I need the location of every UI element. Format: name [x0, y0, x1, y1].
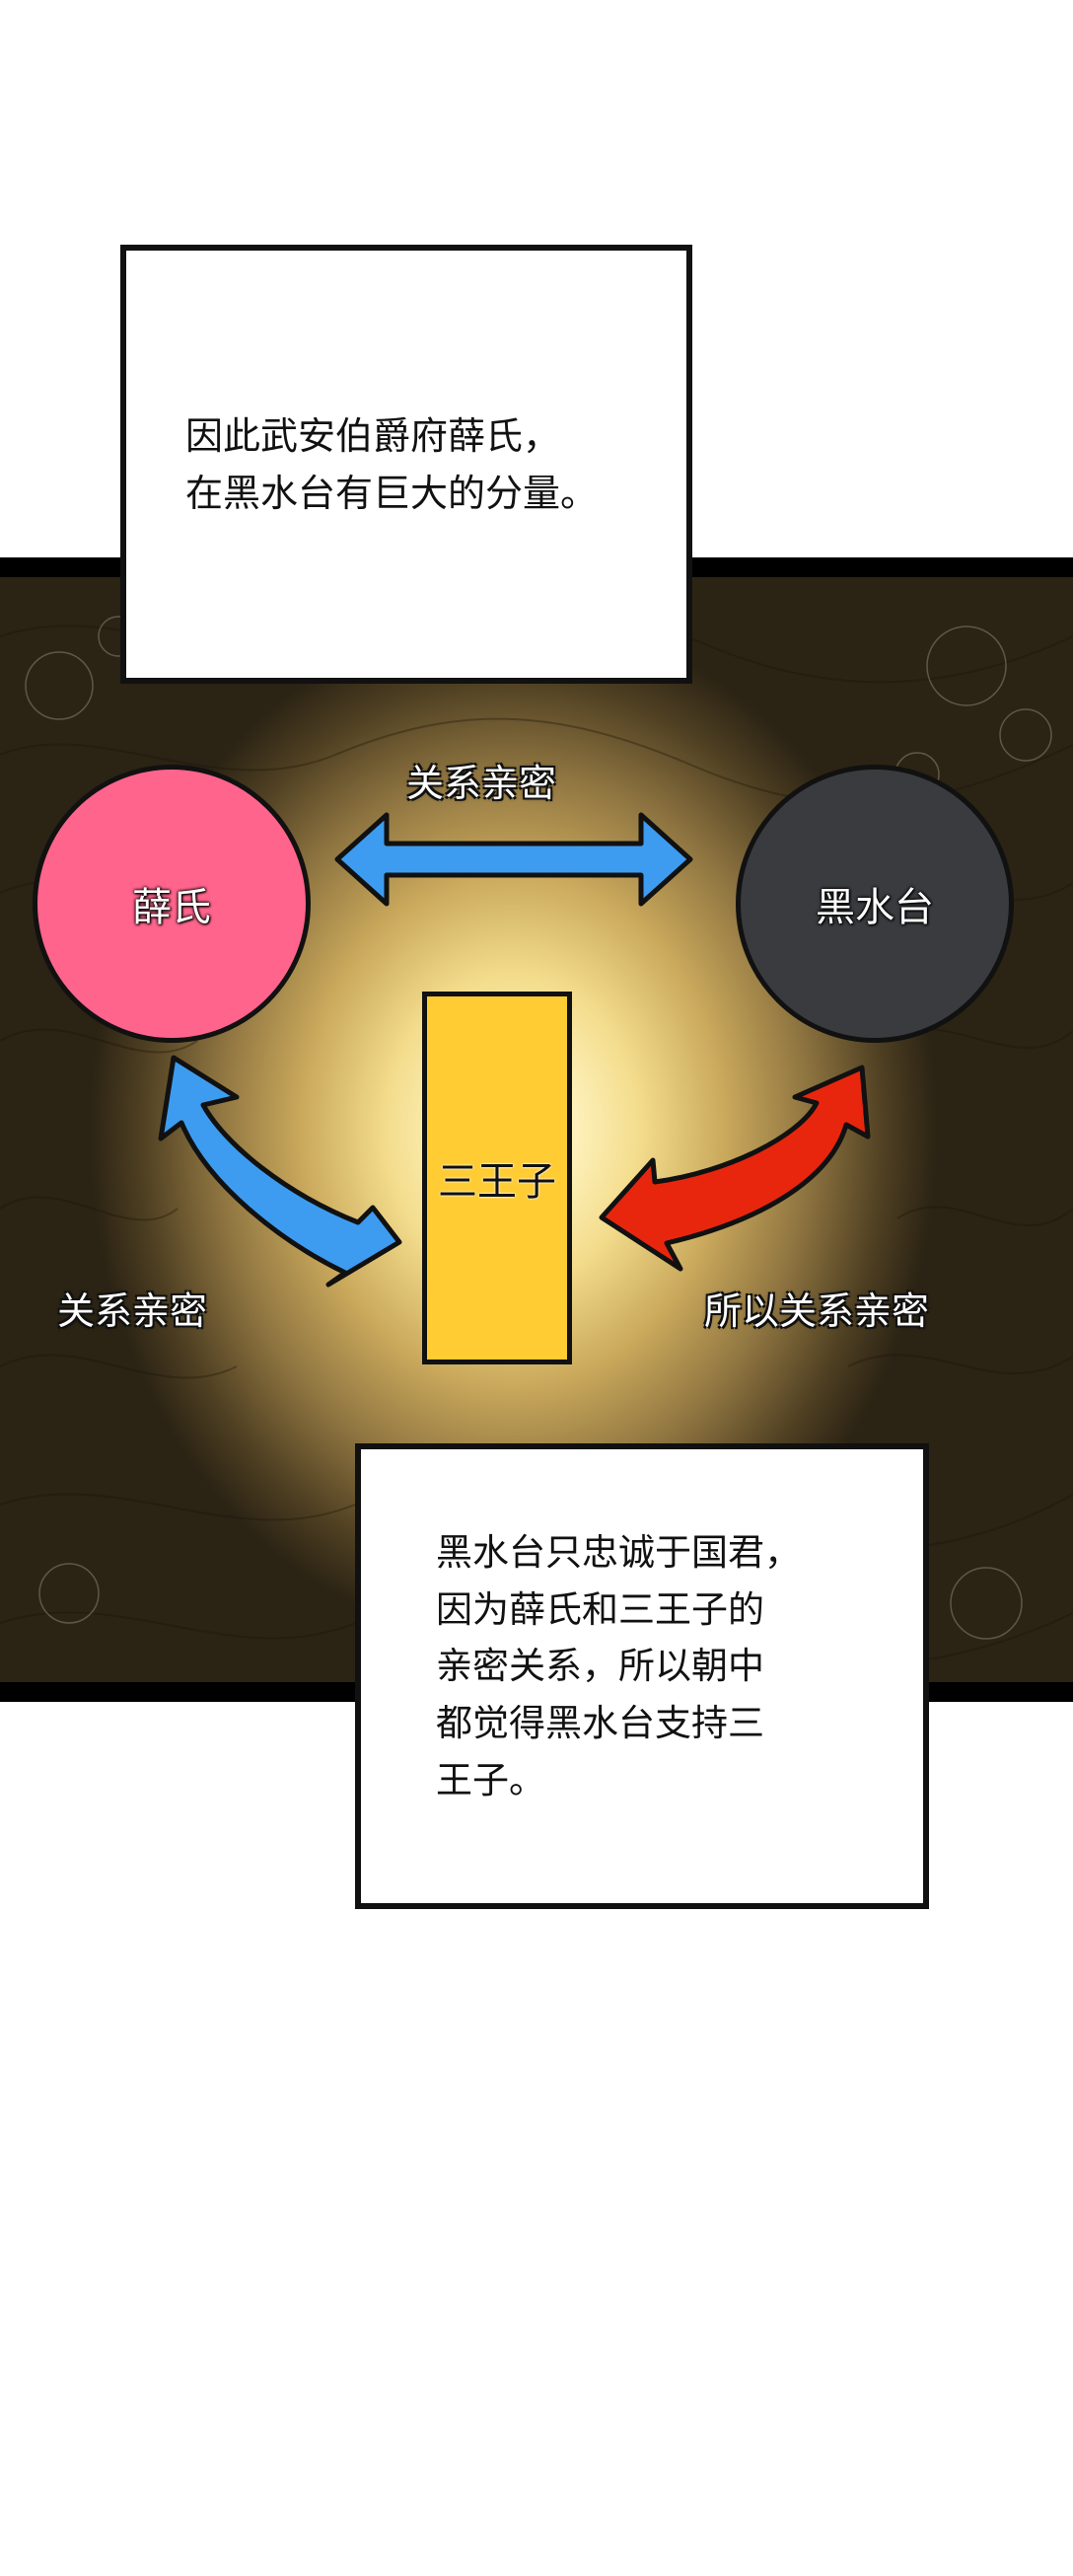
caption-top: 因此武安伯爵府薛氏， 在黑水台有巨大的分量。: [120, 245, 692, 684]
caption-top-line: 因此武安伯爵府薛氏，: [185, 414, 561, 458]
caption-bottom-line: 亲密关系，所以朝中: [436, 1645, 764, 1688]
caption-bottom-line: 黑水台只忠诚于国君，: [436, 1531, 801, 1574]
node-xue: 薛氏: [33, 765, 311, 1043]
caption-bottom-line: 王子。: [436, 1758, 545, 1802]
node-xue-label: 薛氏: [132, 885, 211, 930]
caption-top-line: 在黑水台有巨大的分量。: [185, 471, 599, 515]
node-heishuitai-label: 黑水台: [816, 885, 934, 930]
node-prince-label: 三王子: [438, 1159, 556, 1205]
caption-bottom: 黑水台只忠诚于国君， 因为薛氏和三王子的 亲密关系，所以朝中 都觉得黑水台支持三…: [355, 1443, 929, 1909]
relation-label-left: 关系亲密: [57, 1289, 208, 1333]
caption-bottom-line: 都觉得黑水台支持三: [436, 1702, 764, 1745]
relation-label-top: 关系亲密: [406, 762, 557, 805]
caption-bottom-line: 因为薛氏和三王子的: [436, 1587, 764, 1631]
node-heishuitai: 黑水台: [736, 765, 1014, 1043]
relation-label-right: 所以关系亲密: [704, 1289, 930, 1333]
node-prince: 三王子: [422, 992, 572, 1364]
